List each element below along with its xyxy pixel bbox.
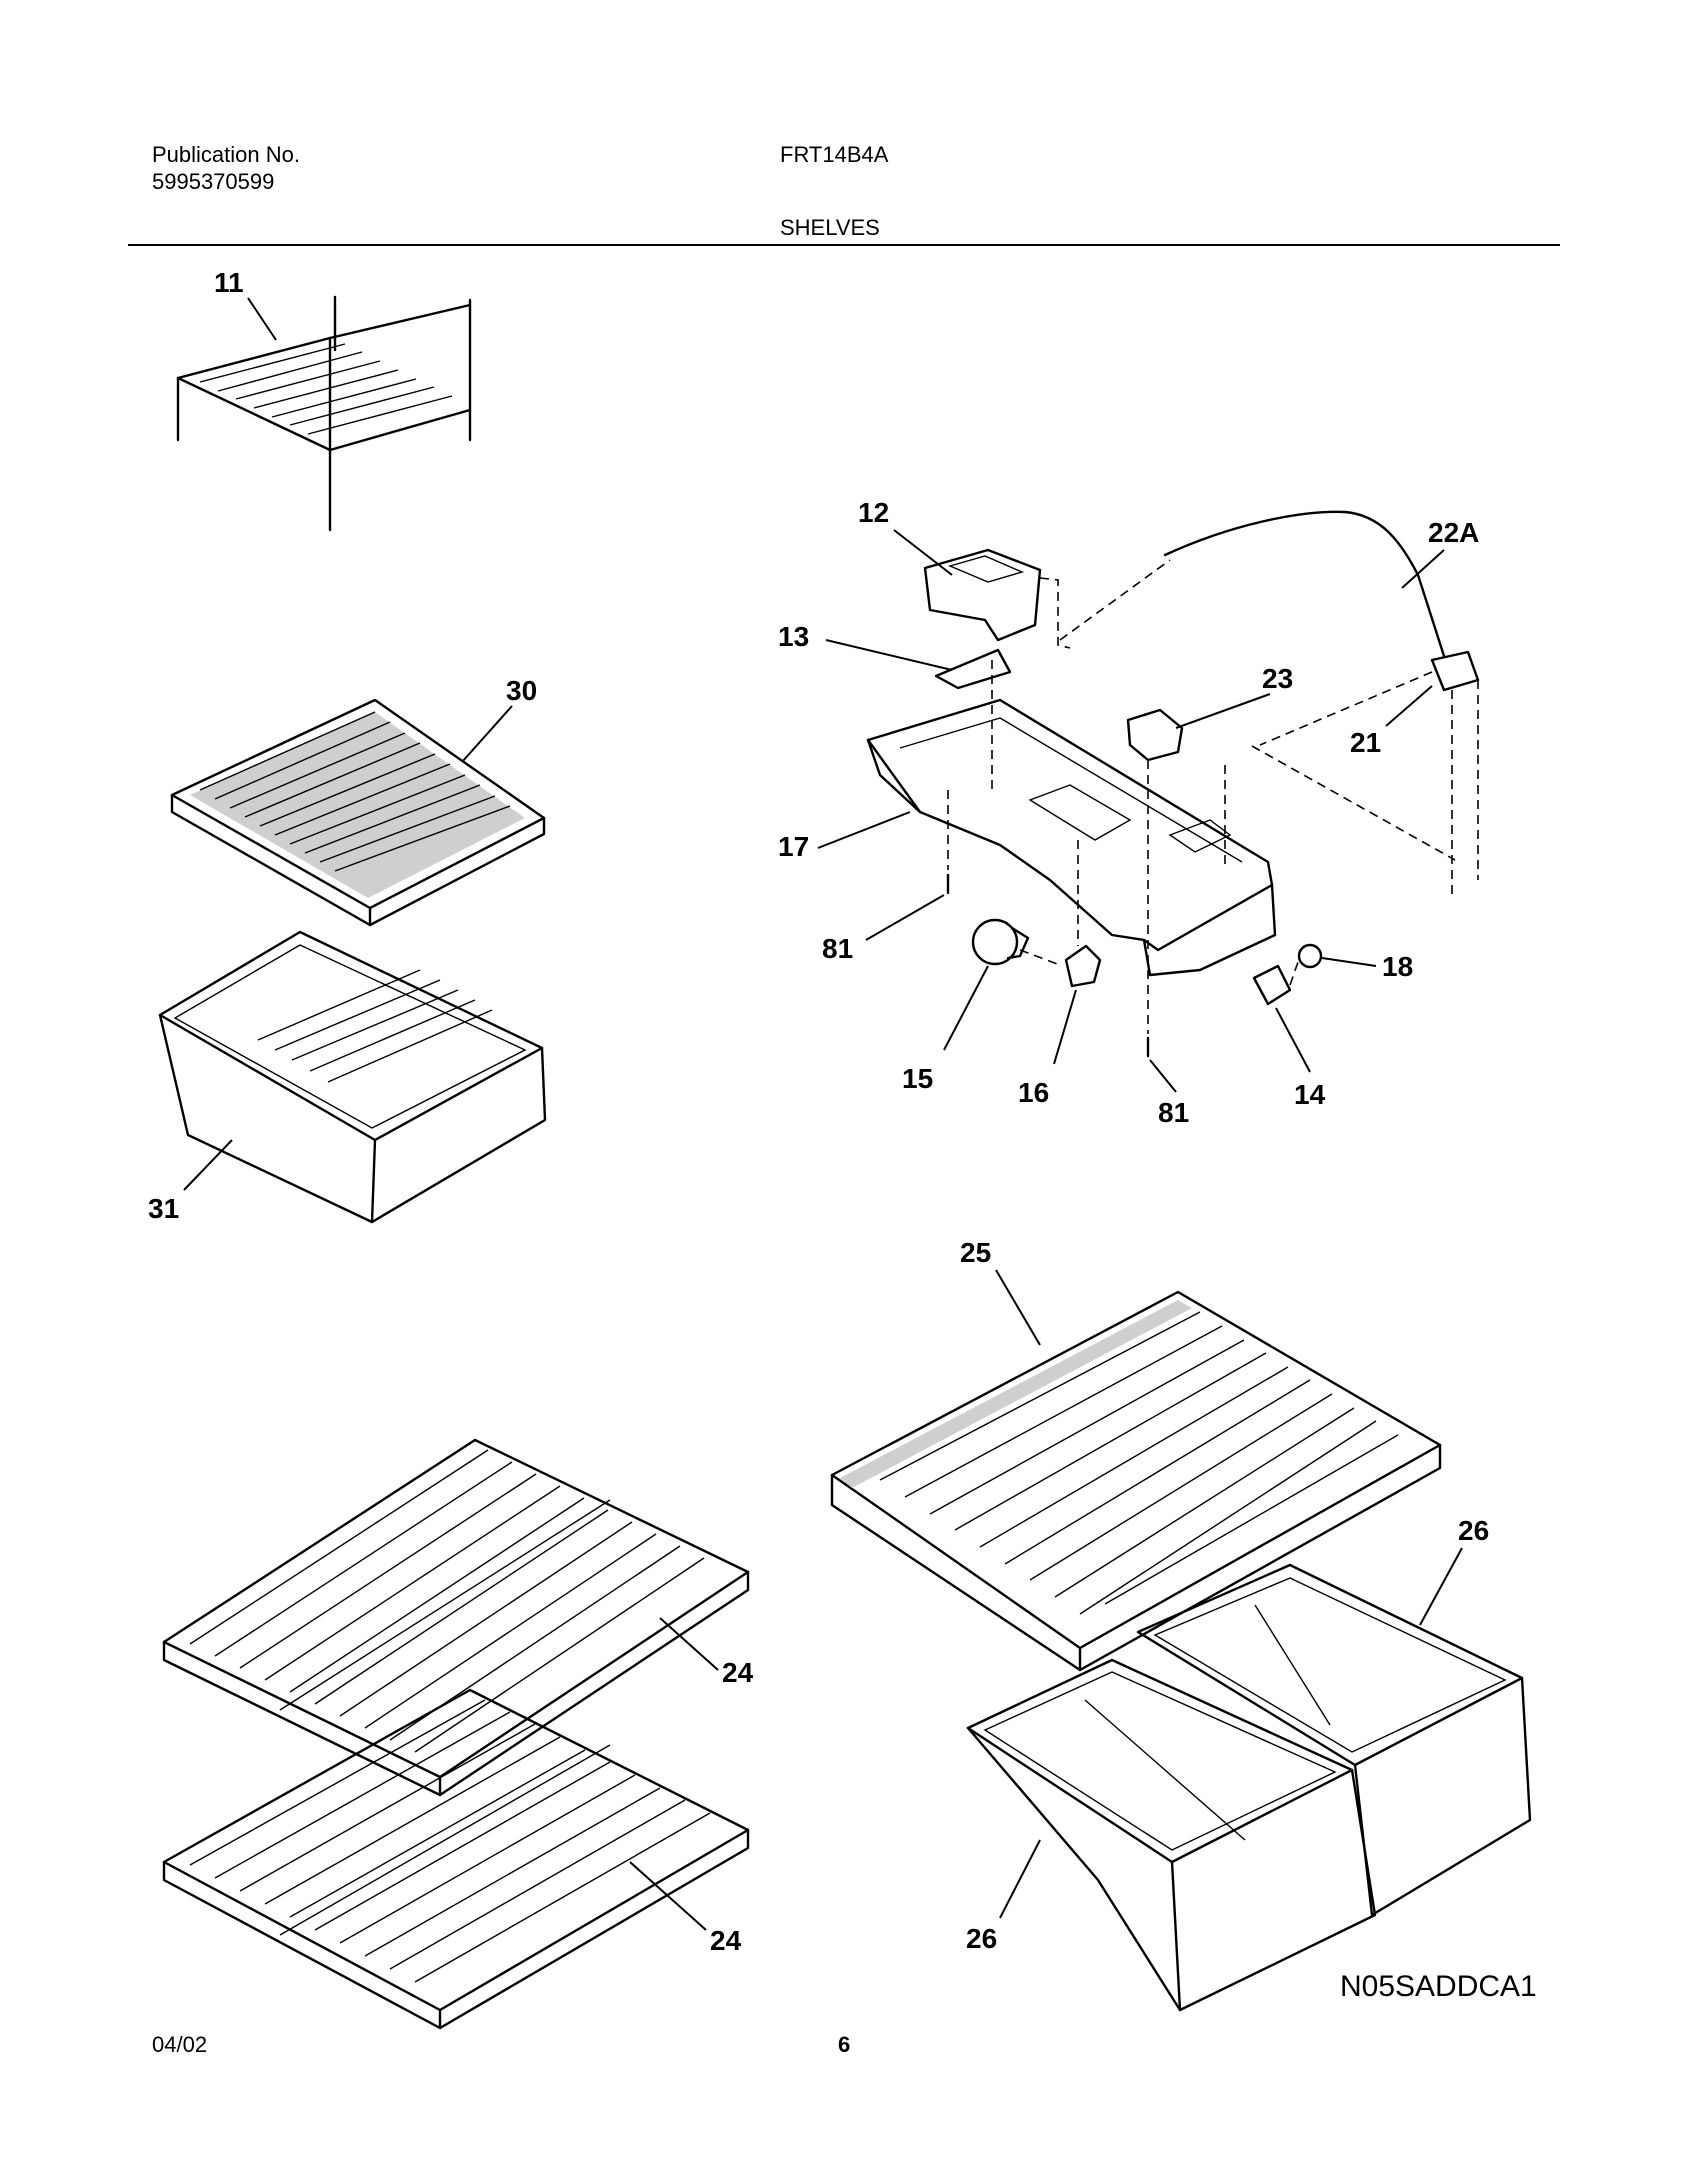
callout-24a: 24: [722, 1657, 754, 1688]
leader-16: [1053, 989, 1077, 1065]
leader-25: [995, 1269, 1041, 1346]
callout-12: 12: [858, 497, 889, 528]
part-11-wire-shelf: [176, 295, 472, 532]
header-rule: [128, 244, 1560, 246]
leader-14: [1275, 1007, 1311, 1073]
leader-13: [825, 639, 953, 671]
leader-81b: [1149, 1059, 1177, 1093]
callout-11: 11: [214, 267, 244, 298]
callout-21: 21: [1350, 727, 1381, 758]
part-25-crisper-cover: [830, 1290, 1442, 1672]
part-30-crisper-cover: [170, 698, 546, 927]
callout-31: 31: [148, 1193, 179, 1224]
leader-26a: [1419, 1547, 1463, 1626]
part-31-crisper-pan: [158, 930, 547, 1224]
leader-81a: [865, 894, 945, 941]
leader-24b: [629, 1861, 707, 1931]
publication-label: Publication No.: [152, 142, 300, 167]
leader-11: [247, 297, 277, 341]
leader-15: [943, 965, 989, 1051]
leader-21: [1385, 685, 1433, 727]
leader-12: [893, 529, 953, 576]
callout-30: 30: [506, 675, 537, 706]
leader-22a: [1401, 549, 1445, 589]
publication-number: 5995370599: [152, 169, 275, 194]
callout-24b: 24: [710, 1925, 742, 1956]
leader-31: [183, 1139, 233, 1191]
callout-26b: 26: [966, 1923, 997, 1954]
leader-17: [817, 811, 911, 849]
model-number: FRT14B4A: [780, 142, 889, 167]
callout-22a: 22A: [1428, 517, 1479, 548]
callout-17: 17: [778, 831, 809, 862]
callout-18: 18: [1382, 951, 1413, 982]
callout-13: 13: [778, 621, 809, 652]
part-26-crisper-drawers: [966, 1563, 1532, 2012]
page-number: 6: [838, 2032, 851, 2057]
leader-23: [1175, 693, 1271, 729]
callout-23: 23: [1262, 663, 1293, 694]
callout-81a: 81: [822, 933, 853, 964]
leader-18: [1321, 957, 1377, 967]
callout-15: 15: [902, 1063, 933, 1094]
callout-25: 25: [960, 1237, 991, 1268]
callout-81b: 81: [1158, 1097, 1189, 1128]
footer-date: 04/02: [152, 2032, 208, 2057]
leader-26b: [999, 1839, 1041, 1919]
leader-24a: [659, 1617, 719, 1671]
callout-26a: 26: [1458, 1515, 1489, 1546]
section-title: SHELVES: [780, 215, 880, 240]
diagram-code: N05SADDCA1: [1340, 1970, 1537, 2003]
leader-30: [461, 705, 513, 763]
control-housing-assembly: [866, 510, 1480, 1058]
part-24-wire-shelves: [162, 1438, 750, 2030]
callout-14: 14: [1294, 1079, 1326, 1110]
callout-16: 16: [1018, 1077, 1049, 1108]
